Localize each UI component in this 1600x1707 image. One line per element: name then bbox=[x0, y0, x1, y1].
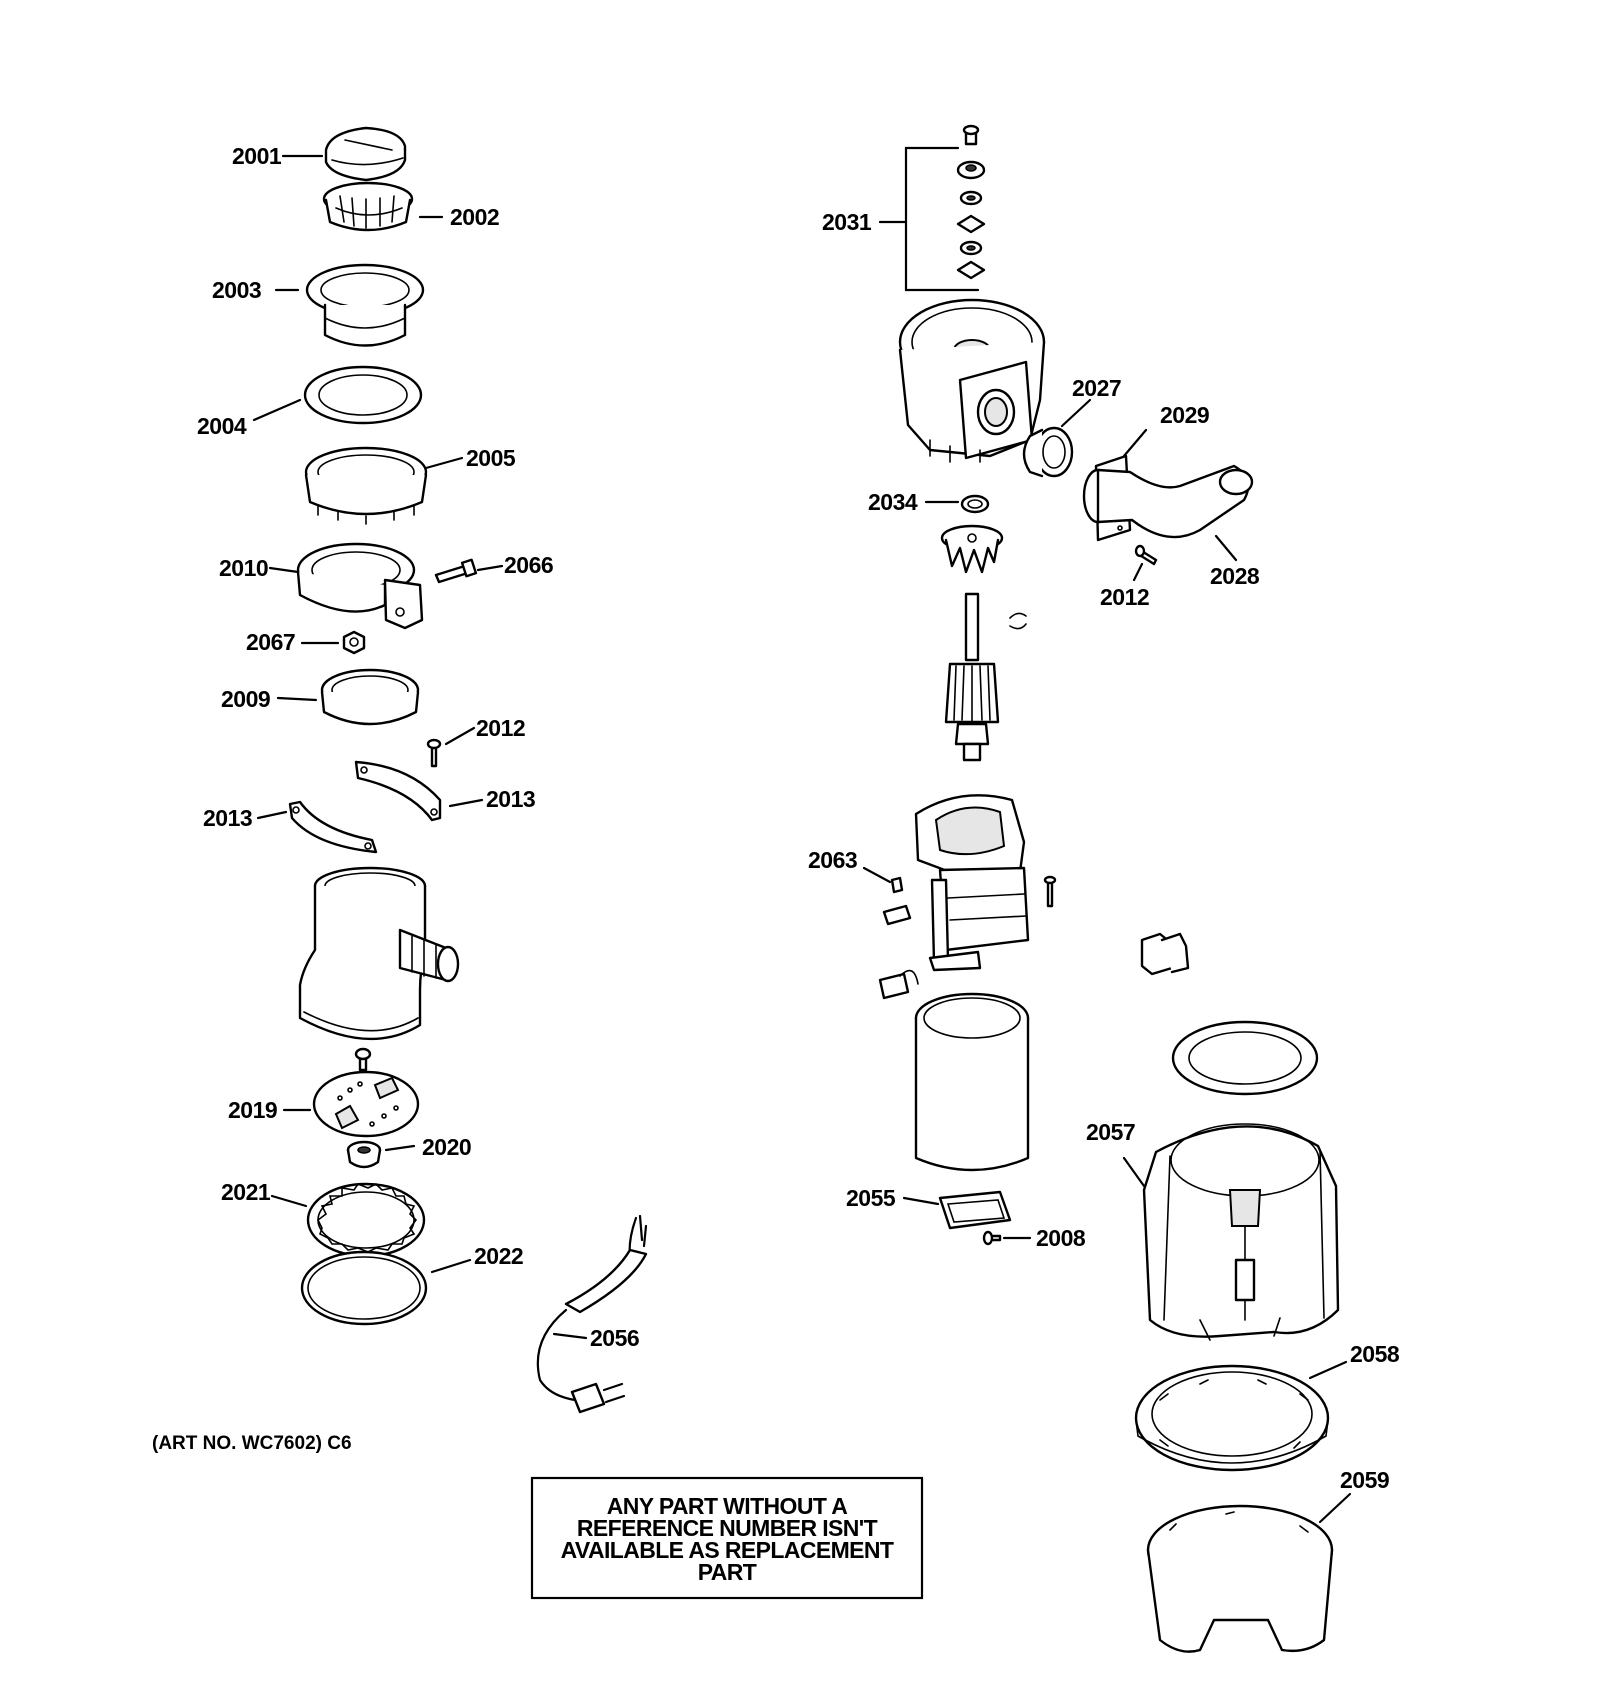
part-2034-o-ring[interactable] bbox=[960, 494, 990, 514]
callout-2034: 2034 bbox=[868, 489, 918, 515]
part-fan bbox=[940, 524, 1004, 574]
bracket-2031 bbox=[904, 146, 980, 292]
part-2001-stopper[interactable] bbox=[324, 126, 407, 182]
callout-2067: 2067 bbox=[246, 629, 295, 655]
part-2058-bottom-ring[interactable] bbox=[1134, 1364, 1330, 1472]
leader-2066 bbox=[476, 564, 504, 572]
leader-2013-lower bbox=[256, 810, 288, 820]
leader-2028 bbox=[1214, 534, 1238, 562]
callout-2002: 2002 bbox=[450, 204, 499, 230]
part-2003-sink-flange[interactable] bbox=[305, 263, 425, 347]
part-2067-nut[interactable] bbox=[342, 630, 366, 655]
part-2028-discharge-elbow[interactable] bbox=[1082, 464, 1254, 539]
part-2012-screw-right[interactable] bbox=[1134, 544, 1158, 566]
part-upper-housing bbox=[898, 298, 1046, 463]
callout-2020: 2020 bbox=[422, 1134, 471, 1160]
part-hopper bbox=[298, 866, 460, 1041]
callout-2013-upper: 2013 bbox=[486, 786, 535, 812]
replacement-note: ANY PART WITHOUT A REFERENCE NUMBER ISN'… bbox=[530, 1476, 924, 1600]
callout-2012-left: 2012 bbox=[476, 715, 525, 741]
part-2021-shredder-ring[interactable] bbox=[306, 1182, 426, 1258]
part-2019-impeller-plate[interactable] bbox=[312, 1047, 420, 1138]
callout-2059: 2059 bbox=[1340, 1467, 1389, 1493]
callout-2027: 2027 bbox=[1072, 375, 1121, 401]
callout-2066: 2066 bbox=[504, 552, 553, 578]
callout-2056: 2056 bbox=[590, 1325, 639, 1351]
part-switch-bracket bbox=[1140, 932, 1190, 976]
leader-2005 bbox=[424, 456, 464, 470]
part-rotor bbox=[944, 592, 1027, 762]
part-2027-seal[interactable] bbox=[1022, 426, 1074, 478]
part-2055-cover-plate[interactable] bbox=[938, 1190, 1012, 1230]
part-2057-sound-shield[interactable] bbox=[1142, 1123, 1340, 1341]
callout-2004: 2004 bbox=[197, 413, 247, 439]
callout-2028: 2028 bbox=[1210, 563, 1260, 589]
callout-2008: 2008 bbox=[1036, 1225, 1086, 1251]
note-line-2: REFERENCE NUMBER ISN'T bbox=[577, 1515, 878, 1541]
leader-2012-right bbox=[1132, 562, 1144, 582]
part-2009-mount-gasket[interactable] bbox=[320, 668, 420, 726]
callout-2005: 2005 bbox=[466, 445, 516, 471]
callout-2021: 2021 bbox=[221, 1179, 271, 1205]
leader-2021 bbox=[270, 1194, 308, 1208]
callout-2019: 2019 bbox=[228, 1097, 277, 1123]
callout-2010: 2010 bbox=[219, 555, 268, 581]
callout-2031: 2031 bbox=[822, 209, 872, 235]
leader-2012-left bbox=[444, 726, 476, 746]
callout-2009: 2009 bbox=[221, 686, 270, 712]
part-2022-gasket[interactable] bbox=[300, 1250, 428, 1326]
part-2013-bracket-upper[interactable] bbox=[354, 760, 442, 822]
leader-2056 bbox=[552, 1332, 588, 1340]
part-2002-strainer[interactable] bbox=[322, 181, 414, 232]
leader-2022 bbox=[430, 1258, 472, 1274]
leader-2027 bbox=[1060, 398, 1092, 428]
callout-2057: 2057 bbox=[1086, 1119, 1135, 1145]
note-box-border bbox=[530, 1476, 924, 1600]
part-2020-hub[interactable] bbox=[346, 1140, 382, 1169]
leader-2059 bbox=[1318, 1492, 1352, 1524]
leader-2029 bbox=[1122, 428, 1148, 458]
callout-2001: 2001 bbox=[232, 143, 282, 169]
part-insulation-ring bbox=[1171, 1020, 1319, 1096]
leader-2063 bbox=[862, 866, 892, 884]
callout-2063: 2063 bbox=[808, 847, 857, 873]
part-2066-screw[interactable] bbox=[434, 558, 478, 584]
part-2004-gasket[interactable] bbox=[303, 365, 423, 425]
note-line-1: ANY PART WITHOUT A bbox=[607, 1493, 847, 1519]
art-number: (ART NO. WC7602) C6 bbox=[152, 1433, 352, 1454]
part-2013-bracket-lower[interactable] bbox=[288, 800, 378, 854]
callout-2003: 2003 bbox=[212, 277, 261, 303]
part-2010-clamp-ring[interactable] bbox=[296, 542, 424, 630]
callout-2058: 2058 bbox=[1350, 1341, 1400, 1367]
leader-2010 bbox=[268, 566, 300, 574]
note-line-3: AVAILABLE AS REPLACEMENT bbox=[561, 1537, 894, 1563]
leader-2020 bbox=[384, 1144, 416, 1152]
callout-2012-right: 2012 bbox=[1100, 584, 1149, 610]
note-line-4: PART bbox=[698, 1559, 757, 1585]
part-2005-mounting-ring[interactable] bbox=[304, 446, 428, 525]
callout-2013-lower: 2013 bbox=[203, 805, 252, 831]
part-2031-hardware-kit[interactable] bbox=[956, 124, 986, 280]
leader-2009 bbox=[276, 696, 318, 702]
part-stator-frame bbox=[878, 794, 1057, 1000]
part-2059-bottom-shield[interactable] bbox=[1146, 1504, 1334, 1653]
part-2012-screw-left[interactable] bbox=[426, 738, 442, 768]
leader-2057 bbox=[1122, 1156, 1146, 1188]
leader-2058 bbox=[1308, 1360, 1348, 1380]
callout-2029: 2029 bbox=[1160, 402, 1209, 428]
part-motor-shell bbox=[914, 992, 1030, 1172]
callout-2022: 2022 bbox=[474, 1243, 523, 1269]
callout-2055: 2055 bbox=[846, 1185, 896, 1211]
leader-2055 bbox=[902, 1196, 940, 1206]
part-2056-power-cord[interactable] bbox=[536, 1214, 648, 1414]
leader-2013-upper bbox=[448, 798, 484, 808]
part-2063-clip[interactable] bbox=[890, 876, 904, 894]
leader-2004 bbox=[252, 398, 302, 422]
part-2008-screw[interactable] bbox=[982, 1230, 1002, 1246]
